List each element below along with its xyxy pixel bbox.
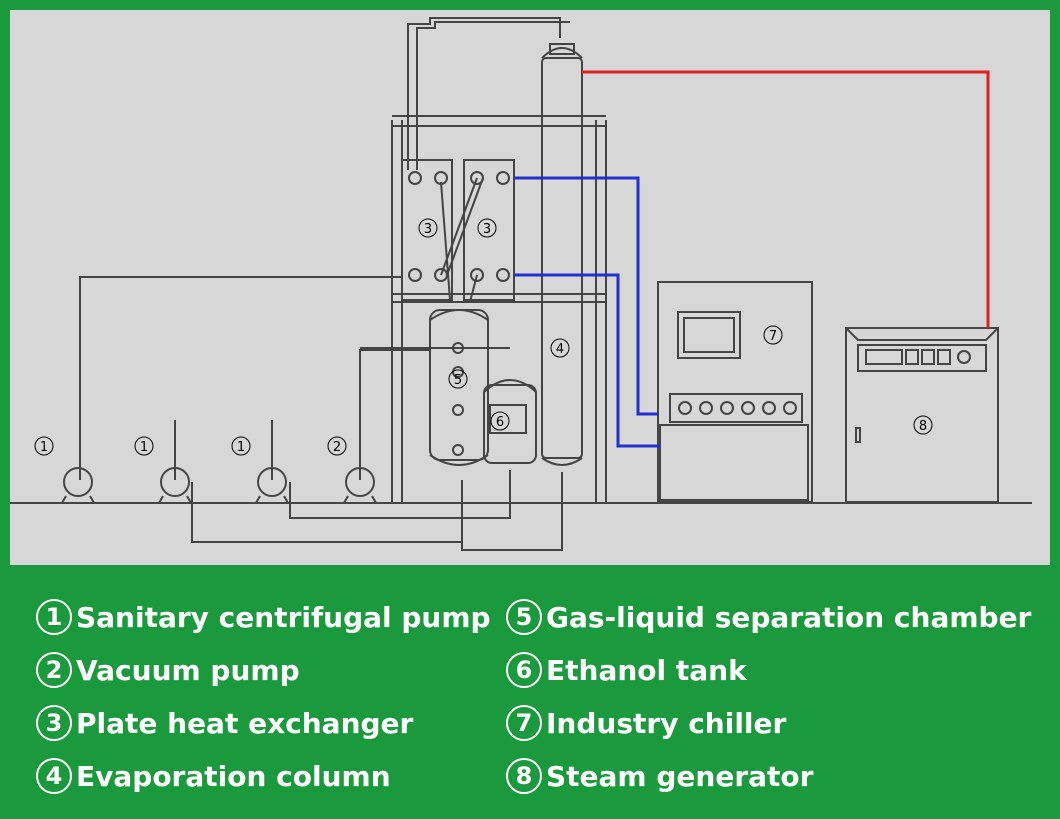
vacuum-pump-label: 2 bbox=[333, 440, 341, 455]
process-diagram: 1 1 1 2 3 3 4 5 6 7 8 bbox=[10, 10, 1050, 565]
legend-label-4: Evaporation column bbox=[76, 759, 391, 793]
pump-1b-label: 1 bbox=[140, 440, 148, 455]
pump-1a-label: 1 bbox=[40, 440, 48, 455]
evaporation-column-label: 4 bbox=[556, 342, 564, 357]
legend-item-6: 6 Ethanol tank bbox=[506, 646, 747, 694]
top-vapor-pipe bbox=[407, 17, 561, 170]
pump-1b bbox=[160, 467, 190, 497]
feed-pipe bbox=[79, 276, 402, 480]
legend-label-6: Ethanol tank bbox=[546, 653, 747, 687]
legend-label-5: Gas-liquid separation chamber bbox=[546, 600, 1032, 634]
separation-chamber-label: 5 bbox=[454, 373, 462, 388]
pump-1c-label: 1 bbox=[237, 440, 245, 455]
legend: 1 Sanitary centrifugal pump 2 Vacuum pum… bbox=[0, 585, 1060, 815]
legend-num-1: 1 bbox=[36, 599, 72, 635]
vacuum-pump bbox=[345, 467, 375, 497]
legend-item-8: 8 Steam generator bbox=[506, 752, 813, 800]
legend-label-2: Vacuum pump bbox=[76, 653, 300, 687]
plate-hx-right-label: 3 bbox=[483, 222, 491, 237]
legend-num-4: 4 bbox=[36, 758, 72, 794]
legend-num-2: 2 bbox=[36, 652, 72, 688]
legend-item-7: 7 Industry chiller bbox=[506, 699, 786, 747]
coolant-line-return bbox=[514, 273, 660, 448]
legend-item-5: 5 Gas-liquid separation chamber bbox=[506, 593, 1031, 641]
legend-item-3: 3 Plate heat exchanger bbox=[36, 699, 413, 747]
legend-num-5: 5 bbox=[506, 599, 542, 635]
legend-label-3: Plate heat exchanger bbox=[76, 706, 414, 740]
legend-label-8: Steam generator bbox=[546, 759, 814, 793]
legend-label-7: Industry chiller bbox=[546, 706, 787, 740]
plate-hx-left bbox=[401, 159, 453, 301]
plate-hx-left-label: 3 bbox=[424, 222, 432, 237]
legend-num-3: 3 bbox=[36, 705, 72, 741]
chiller-body bbox=[657, 281, 813, 503]
coolant-line-supply bbox=[514, 176, 658, 416]
diagram-svg: 1 1 1 2 3 3 4 5 6 7 8 bbox=[10, 17, 1032, 551]
pump-1a bbox=[63, 467, 93, 497]
steam-generator-label: 8 bbox=[919, 419, 927, 434]
evaporation-column bbox=[541, 57, 583, 459]
legend-label-1: Sanitary centrifugal pump bbox=[76, 600, 491, 634]
legend-num-7: 7 bbox=[506, 705, 542, 741]
pump-1c bbox=[257, 467, 287, 497]
steam-generator-body bbox=[845, 327, 999, 503]
chiller-label: 7 bbox=[769, 329, 777, 344]
legend-num-8: 8 bbox=[506, 758, 542, 794]
ethanol-tank-label: 6 bbox=[496, 415, 504, 430]
ethanol-tank bbox=[483, 384, 537, 464]
legend-item-2: 2 Vacuum pump bbox=[36, 646, 300, 694]
steam-line bbox=[582, 70, 990, 328]
legend-item-4: 4 Evaporation column bbox=[36, 752, 391, 800]
legend-num-6: 6 bbox=[506, 652, 542, 688]
legend-item-1: 1 Sanitary centrifugal pump bbox=[36, 593, 491, 641]
